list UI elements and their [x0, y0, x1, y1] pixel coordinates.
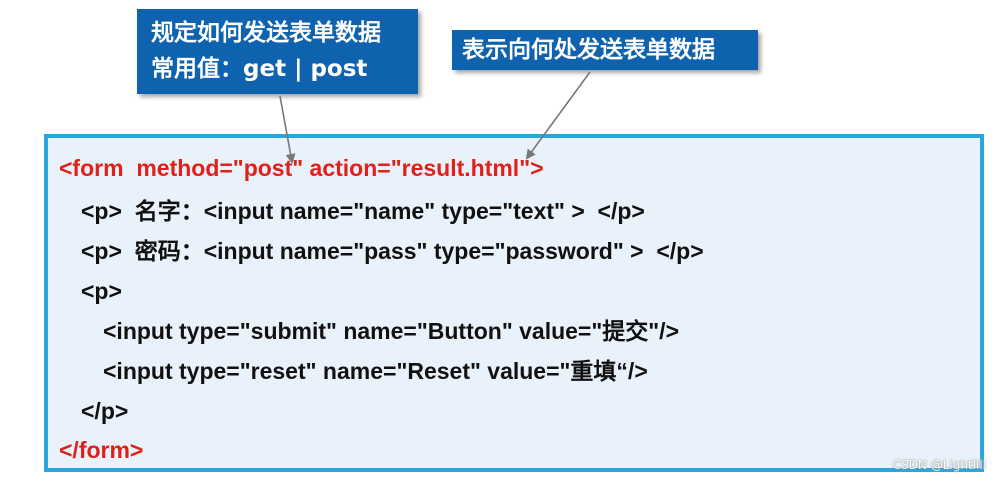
action-callout-title: 表示向何处发送表单数据 [462, 37, 715, 63]
code-line-form-open: <form method="post" action="result.html"… [59, 155, 544, 181]
code-line-name-field: <p> 名字：<input name="name" type="text" > … [81, 198, 645, 224]
code-line-form-close: </form> [59, 437, 144, 463]
action-callout: 表示向何处发送表单数据 [452, 30, 758, 70]
method-callout-title: 规定如何发送表单数据 [151, 20, 381, 46]
code-line-reset: <input type="reset" name="Reset" value="… [103, 358, 648, 384]
code-line-p-close: </p> [81, 398, 129, 424]
code-line-submit: <input type="submit" name="Button" value… [103, 318, 679, 344]
code-line-pass-field: <p> 密码：<input name="pass" type="password… [81, 238, 704, 264]
method-callout: 规定如何发送表单数据 常用值：get | post [137, 9, 418, 94]
code-box: <form method="post" action="result.html"… [44, 134, 984, 472]
watermark: CSDN @Lightllll [892, 458, 986, 472]
code-line-p-open: <p> [81, 278, 122, 304]
method-callout-values: 常用值：get | post [151, 56, 368, 82]
